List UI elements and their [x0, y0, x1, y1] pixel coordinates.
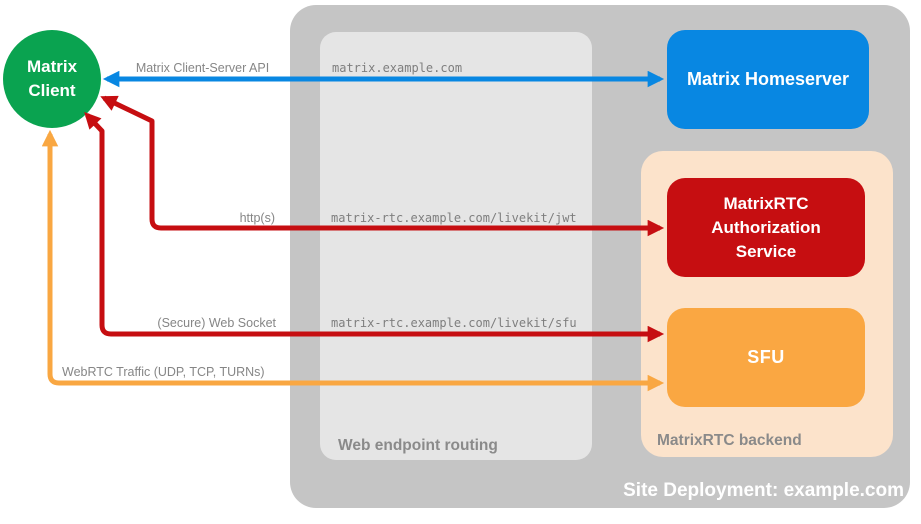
label-site-deployment: Site Deployment: example.com [623, 480, 904, 501]
label-matrixrtc-backend: MatrixRTC backend [657, 432, 802, 449]
label-web-socket: (Secure) Web Socket [157, 316, 276, 330]
label-https: http(s) [239, 211, 275, 225]
label-client-server-api: Matrix Client-Server API [135, 61, 270, 75]
endpoint-url-sfu: matrix-rtc.example.com/livekit/sfu [331, 316, 577, 330]
node-matrixrtc-authorization-service: MatrixRTC Authorization Service [667, 178, 865, 277]
label-web-endpoint-routing: Web endpoint routing [338, 437, 498, 454]
label-webrtc-traffic: WebRTC Traffic (UDP, TCP, TURNs) [62, 365, 265, 379]
web-endpoint-routing-panel [320, 32, 592, 460]
node-matrix-homeserver: Matrix Homeserver [667, 30, 869, 129]
endpoint-url-homeserver: matrix.example.com [332, 61, 463, 75]
endpoint-url-jwt: matrix-rtc.example.com/livekit/jwt [331, 211, 577, 225]
node-sfu: SFU [667, 308, 865, 407]
node-matrix-client: Matrix Client [3, 30, 101, 128]
